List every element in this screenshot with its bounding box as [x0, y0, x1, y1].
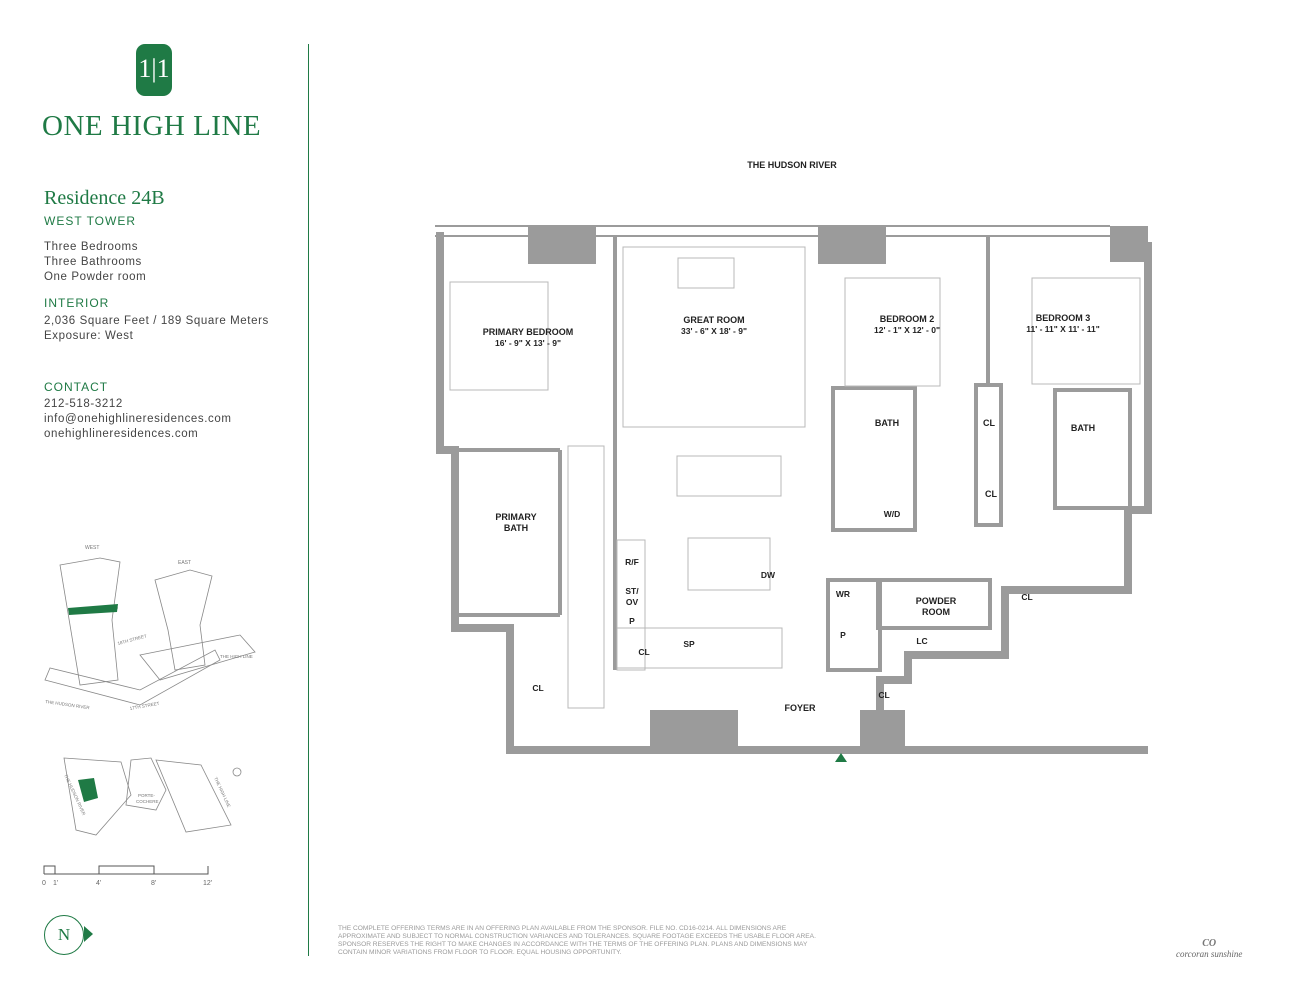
room-bedroom-3: BEDROOM 3	[1036, 313, 1091, 323]
entry-marker-icon	[835, 753, 847, 762]
corcoran-name: corcoran sunshine	[1176, 949, 1243, 959]
room-bath-3: BATH	[1071, 423, 1095, 433]
scale-tick-4: 4'	[96, 880, 101, 887]
scale-tick-0: 0	[42, 880, 46, 887]
label-pantry-kitchen: P	[629, 616, 635, 626]
closet-powder: CL	[1021, 592, 1032, 602]
scale-tick-12: 12'	[203, 880, 212, 887]
building-diagram: WEST EAST 18TH STREET 17TH STREET THE HI…	[44, 545, 256, 711]
interior-area: 2,036 Square Feet / 189 Square Meters	[44, 315, 269, 327]
diagram-high-line: THE HIGH LINE	[220, 654, 253, 659]
room-powder-1: POWDER	[916, 596, 957, 606]
room-primary-bedroom: PRIMARY BEDROOM	[483, 327, 574, 337]
room-powder-2: ROOM	[922, 607, 950, 617]
interior-exposure: Exposure: West	[44, 330, 134, 342]
scale-tick-1: 1'	[53, 880, 58, 887]
room-bath-2: BATH	[875, 418, 899, 428]
site-map-high-line: THE HIGH LINE	[213, 776, 231, 808]
room-bedroom-2-dims: 12' - 1" X 12' - 0"	[874, 325, 940, 335]
sidebar-divider	[308, 44, 309, 956]
tower-label: WEST TOWER	[44, 214, 137, 228]
room-great-room-dims: 33' - 6" X 18' - 9"	[681, 326, 747, 336]
label-lc: LC	[916, 636, 927, 646]
logo-mark: 1|1	[138, 54, 170, 83]
north-letter: N	[57, 925, 71, 944]
north-indicator: N	[44, 915, 84, 955]
closet-upper: CL	[983, 418, 995, 428]
contact-website[interactable]: onehighlineresidences.com	[44, 428, 199, 440]
room-primary-bath-1: PRIMARY	[495, 512, 536, 522]
residence-title: Residence 24B	[44, 187, 165, 209]
feature-bedrooms: Three Bedrooms	[44, 241, 139, 253]
contact-heading: CONTACT	[44, 380, 109, 394]
contact-email[interactable]: info@onehighlineresidences.com	[44, 413, 232, 425]
feature-powder: One Powder room	[44, 271, 147, 283]
diagram-17th: 17TH STREET	[129, 701, 160, 711]
label-pantry-foyer: P	[840, 630, 846, 640]
label-wd: W/D	[884, 509, 901, 519]
interior-info: 2,036 Square Feet / 189 Square Meters Ex…	[44, 314, 269, 344]
diagram-18th: 18TH STREET	[117, 633, 148, 646]
diagram-west: WEST	[85, 545, 99, 551]
label-rf: R/F	[625, 557, 639, 567]
one-high-line-logo: 1|1	[136, 44, 172, 96]
room-great-room: GREAT ROOM	[683, 315, 744, 325]
feature-list: Three Bedrooms Three Bathrooms One Powde…	[44, 240, 146, 285]
scale-tick-8: 8'	[151, 880, 156, 887]
corcoran-mark: CO	[1202, 938, 1217, 949]
label-st: ST/	[625, 586, 639, 596]
contact-info: 212-518-3212 info@onehighlineresidences.…	[44, 397, 232, 442]
label-wr: WR	[836, 589, 850, 599]
legal-disclaimer: THE COMPLETE OFFERING TERMS ARE IN AN OF…	[338, 925, 816, 956]
north-arrow-icon	[84, 926, 93, 942]
corcoran-sunshine-logo: CO corcoran sunshine	[1176, 938, 1242, 959]
label-dw: DW	[761, 570, 776, 580]
closet-primary: CL	[532, 683, 543, 693]
closet-foyer: CL	[878, 690, 889, 700]
diagram-hudson: THE HUDSON RIVER	[45, 699, 91, 710]
closet-kitchen: CL	[638, 647, 649, 657]
site-map: THE HUDSON RIVER PORTE- COCHERE THE HIGH…	[63, 757, 242, 836]
floor-plan: THE HUDSON RIVER	[435, 160, 1152, 762]
room-primary-bedroom-dims: 16' - 9" X 13' - 9"	[495, 338, 561, 348]
feature-bathrooms: Three Bathrooms	[44, 256, 142, 268]
scale-bar: 0 1' 4' 8' 12'	[42, 865, 212, 887]
closet-lower: CL	[985, 489, 997, 499]
brand-name: ONE HIGH LINE	[42, 110, 262, 142]
room-bedroom-3-dims: 11' - 11" X 11' - 11"	[1026, 324, 1100, 334]
diagram-east: EAST	[178, 560, 191, 566]
label-sp: SP	[683, 639, 695, 649]
room-primary-bath-2: BATH	[504, 523, 528, 533]
contact-phone[interactable]: 212-518-3212	[44, 398, 123, 410]
interior-heading: INTERIOR	[44, 296, 110, 310]
room-foyer: FOYER	[784, 703, 816, 713]
site-map-cochere: COCHERE	[136, 799, 159, 804]
label-ov: OV	[626, 597, 639, 607]
river-label: THE HUDSON RIVER	[747, 160, 837, 170]
room-bedroom-2: BEDROOM 2	[880, 314, 935, 324]
site-map-porte: PORTE-	[138, 793, 155, 798]
